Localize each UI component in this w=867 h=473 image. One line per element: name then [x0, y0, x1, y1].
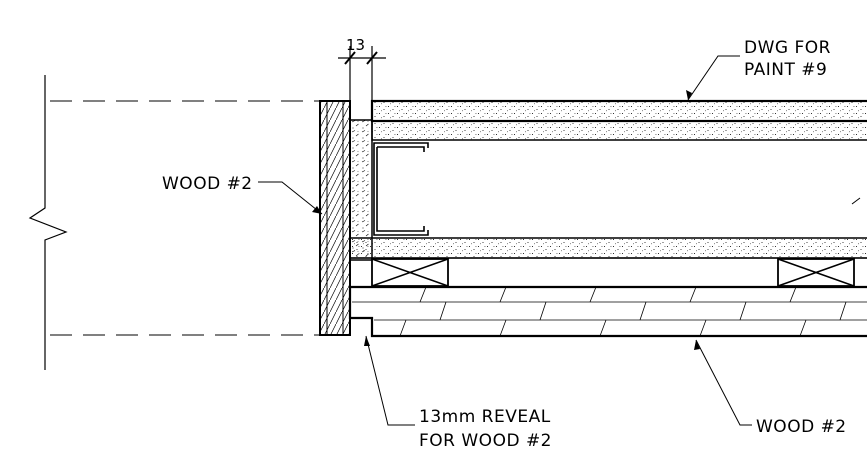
label-wood-bottom: WOOD #2 — [756, 417, 847, 437]
label-reveal-line1: 13mm REVEAL — [419, 407, 551, 427]
dimension-13 — [338, 46, 386, 100]
furring-blocks — [349, 257, 867, 288]
label-dwg-line2: PAINT #9 — [744, 60, 827, 80]
board-top — [370, 99, 867, 141]
leader-arrows — [312, 90, 700, 350]
wood-panel-bottom — [348, 285, 867, 338]
break-line — [28, 75, 68, 370]
dashed-guide-lines — [50, 100, 320, 336]
wood-panel-left — [319, 100, 351, 336]
label-reveal-line2: FOR WOOD #2 — [419, 431, 552, 451]
label-wood-left: WOOD #2 — [162, 174, 253, 194]
leaders — [258, 55, 861, 426]
label-dwg-line1: DWG FOR — [744, 38, 831, 58]
plaster-strip — [349, 119, 373, 261]
board-bottom — [349, 237, 867, 259]
dimension-value: 13 — [346, 36, 365, 54]
steel-stud — [373, 142, 429, 236]
